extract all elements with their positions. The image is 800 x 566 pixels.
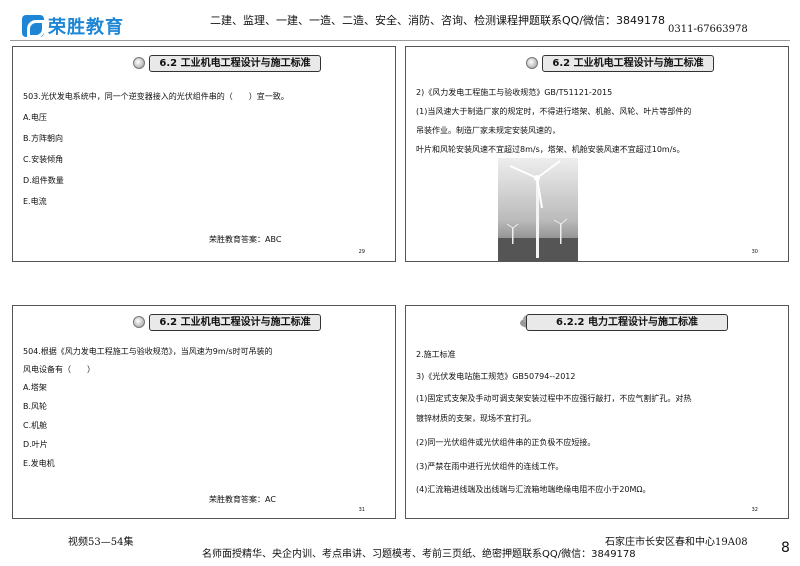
footer-video-range: 视频53—54集 [68,537,134,548]
text-line: 3)《光伏发电站施工规范》GB50794--2012 [416,372,576,381]
slide-title: 6.2 工业机电工程设计与施工标准 [542,55,714,72]
question-text: 风电设备有（ ） [23,365,95,374]
header-promo: 二建、监理、一建、一造、二造、安全、消防、咨询、检测课程押题联系QQ/微信：38… [210,14,666,27]
slide-32: 6.2.2 电力工程设计与施工标准 2.施工标准 3)《光伏发电站施工规范》GB… [405,305,789,519]
page-number: 31 [358,507,365,513]
header-phone: 0311-67663978 [668,24,748,35]
logo-icon [22,15,45,38]
slide-29: 6.2 工业机电工程设计与施工标准 503.光伏发电系统中，同一个逆变器接入的光… [12,46,396,262]
slide-title: 6.2.2 电力工程设计与施工标准 [526,314,728,331]
option-a: A.塔架 [23,383,47,392]
logo-text: 荣胜教育 [48,17,124,38]
bulb-icon [526,57,538,69]
text-line: (1)固定式支架及手动可调支架安装过程中不应强行敲打，不应气割扩孔。对热 [416,394,692,403]
text-line: (1)当风速大于制造厂家的规定时，不得进行塔架、机舱、风轮、叶片等部件的 [416,107,692,116]
option-a: A.电压 [23,113,47,122]
slide-title: 6.2 工业机电工程设计与施工标准 [149,55,321,72]
answer-text: 荣胜教育答案：ABC [209,235,282,244]
slide-30: 6.2 工业机电工程设计与施工标准 2)《风力发电工程施工与验收规范》GB/T5… [405,46,789,262]
footer-address: 石家庄市长安区春和中心19A08 [605,537,748,548]
slide-title: 6.2 工业机电工程设计与施工标准 [149,314,321,331]
wind-turbine-photo [498,158,578,261]
question-text: 503.光伏发电系统中，同一个逆变器接入的光伏组件串的（ ）宜一致。 [23,92,289,101]
logo: 荣胜教育 [22,13,124,39]
option-c: C.机舱 [23,421,48,430]
text-line: 2)《风力发电工程施工与验收规范》GB/T51121-2015 [416,88,613,97]
text-line: (2)同一光伏组件或光伏组件串的正负极不应短接。 [416,438,596,447]
footer-page-number: 8 [781,540,790,556]
answer-text: 荣胜教育答案：AC [209,495,276,504]
text-line: 吊装作业。制造厂家未规定安装风速的， [416,126,560,135]
option-d: D.叶片 [23,440,48,449]
page-number: 30 [751,249,758,255]
text-line: 镀锌材质的支架，现场不宜打孔。 [416,414,536,423]
bulb-icon [133,57,145,69]
text-line: 2.施工标准 [416,350,456,359]
page-number: 29 [358,249,365,255]
option-e: E.发电机 [23,459,55,468]
option-b: B.风轮 [23,402,48,411]
question-text: 504.根据《风力发电工程施工与验收规范》，当风速为9m/s时可吊装的 [23,347,273,356]
footer-promo: 名师面授精华、央企内训、考点串讲、习题模考、考前三页纸、绝密押题联系QQ/微信：… [202,549,636,560]
option-d: D.组件数量 [23,176,64,185]
page-number: 32 [751,507,758,513]
slide-31: 6.2 工业机电工程设计与施工标准 504.根据《风力发电工程施工与验收规范》，… [12,305,396,519]
option-c: C.安装倾角 [23,155,64,164]
header-divider [10,40,790,41]
option-b: B.方阵朝向 [23,134,64,143]
text-line: (3)严禁在雨中进行光伏组件的连线工作。 [416,462,564,471]
option-e: E.电流 [23,197,47,206]
bulb-icon [133,316,145,328]
text-line: (4)汇流箱进线端及出线端与汇流箱地端绝缘电阻不应小于20MΩ。 [416,485,651,494]
text-line: 叶片和风轮安装风速不宜超过8m/s，塔架、机舱安装风速不宜超过10m/s。 [416,145,685,154]
